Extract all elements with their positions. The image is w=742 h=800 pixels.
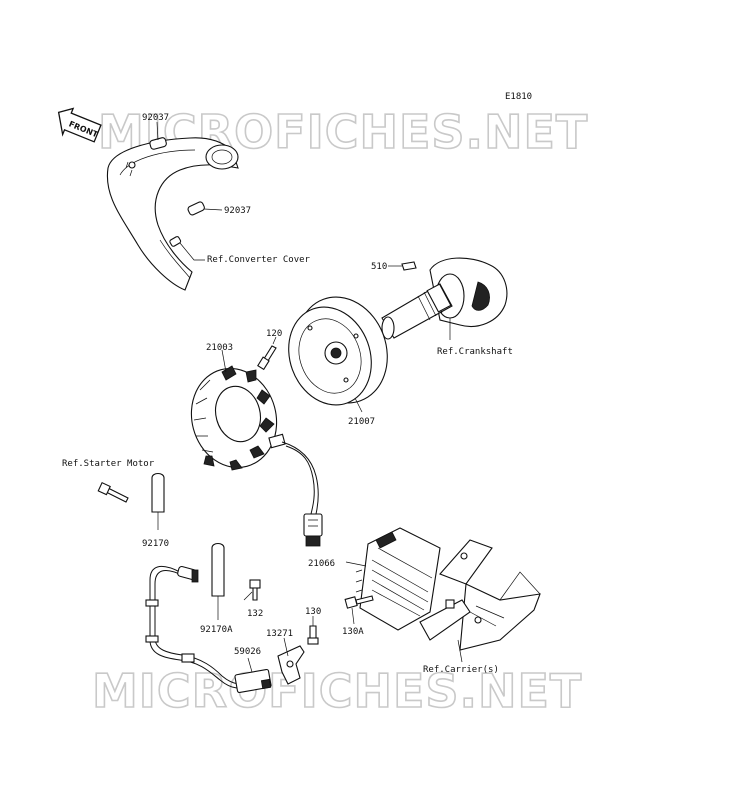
label-21007: 21007	[348, 417, 375, 427]
carrier-frame	[419, 539, 541, 651]
leader-21003	[221, 349, 227, 373]
stator-wire-harness	[281, 441, 323, 547]
lead-92170a	[211, 542, 225, 620]
label-92037-mid: 92037	[224, 206, 251, 216]
leader-59026	[247, 657, 253, 673]
bolt-130	[307, 625, 319, 645]
crankshaft	[381, 257, 508, 340]
wire-harness-59026	[145, 565, 272, 694]
leader-21007	[354, 397, 363, 413]
stator-21003	[190, 365, 286, 471]
leader-130a	[351, 607, 355, 625]
label-21066: 21066	[308, 559, 335, 569]
label-ref-carriers: Ref.Carrier(s)	[423, 665, 499, 675]
converter-cover-duct	[106, 137, 239, 291]
label-ref-crankshaft: Ref.Crankshaft	[437, 347, 513, 357]
bolt-130a	[344, 595, 374, 609]
label-92170: 92170	[142, 539, 169, 549]
label-130a: 130A	[342, 627, 364, 637]
label-ref-starter-motor: Ref.Starter Motor	[62, 459, 155, 469]
leader-converter-cover	[179, 242, 205, 261]
leader-ref-carriers	[457, 639, 463, 663]
label-92170a: 92170A	[200, 625, 233, 635]
leader-13271	[283, 637, 289, 657]
clamp-92037-top	[149, 137, 167, 150]
leader-21066	[345, 561, 367, 567]
flywheel-rotor-21007	[288, 296, 388, 406]
label-21003: 21003	[206, 343, 233, 353]
label-ref-converter-cover: Ref.Converter Cover	[207, 255, 311, 265]
bracket-13271	[277, 645, 305, 685]
label-130: 130	[305, 607, 321, 617]
regulator-rectifier-21066	[355, 527, 441, 631]
leader-132	[243, 591, 253, 601]
label-132: 132	[247, 609, 263, 619]
front-arrow-icon: FRONT	[57, 107, 102, 143]
clamp-92037-mid	[187, 201, 205, 216]
woodruff-key-510	[401, 261, 417, 271]
label-510: 510	[371, 262, 387, 272]
label-120: 120	[266, 329, 282, 339]
watermark-bottom: MICROFICHES.NET	[92, 664, 582, 718]
label-92037-top: 92037	[142, 113, 169, 123]
bolt-starter-motor	[97, 481, 129, 503]
screw-132	[249, 579, 261, 601]
label-59026: 59026	[234, 647, 261, 657]
leader-92037-top	[156, 121, 159, 141]
diagram-code: E1810	[505, 92, 532, 102]
lead-92170	[151, 472, 165, 530]
bolt-120	[257, 345, 277, 371]
leader-120	[272, 336, 277, 345]
label-13271: 13271	[266, 629, 293, 639]
clamp-small-duct	[169, 236, 182, 247]
leader-92037-mid	[203, 208, 223, 211]
